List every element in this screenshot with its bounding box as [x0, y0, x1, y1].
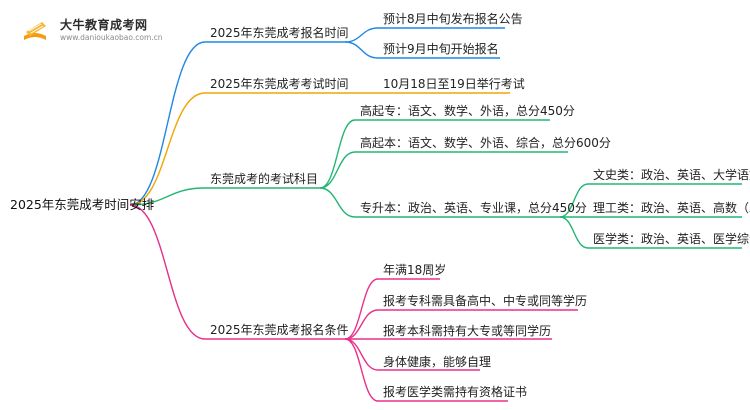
link-zhuanshengben	[319, 187, 356, 218]
link-gaoqizhuan	[319, 119, 356, 189]
branch-registration-time: 2025年东莞成考报名时间	[210, 26, 349, 40]
leaf-notice-date: 预计8月中旬发布报名公告	[383, 12, 523, 26]
logo-url: www.danioukaobao.com.cn	[60, 33, 163, 42]
leaf-ligong: 理工类：政治、英语、高数（二）	[593, 201, 750, 215]
branch-exam-subjects: 东莞成考的考试科目	[210, 172, 319, 186]
link-yixue	[559, 216, 589, 249]
leaf-zhuanshengben: 专升本：政治、英语、专业课，总分450分	[360, 201, 587, 215]
link-root-exam-subjects	[129, 187, 206, 206]
link-root-conditions	[129, 204, 206, 340]
link-wenshi	[559, 183, 589, 218]
link-gaoqiben	[319, 151, 356, 189]
leaf-zhuanke-req: 报考专科需具备高中、中专或同等学历	[383, 294, 588, 308]
leaf-benke-req: 报考本科需持有大专或等同学历	[383, 324, 552, 338]
root-node: 2025年东莞成考时间安排	[10, 197, 155, 212]
link-registration-start	[344, 41, 379, 59]
logo: 大牛教育成考网 www.danioukaobao.com.cn	[20, 16, 163, 46]
leaf-exam-date: 10月18日至19日举行考试	[383, 77, 525, 91]
branch-registration-conditions: 2025年东莞成考报名条件	[210, 323, 349, 337]
leaf-registration-start: 预计9月中旬开始报名	[383, 42, 499, 56]
link-medical-cert	[344, 338, 379, 402]
book-logo-icon	[24, 22, 46, 40]
leaf-medical-cert: 报考医学类需持有资格证书	[383, 385, 528, 399]
leaf-health: 身体健康，能够自理	[383, 355, 492, 369]
branch-exam-time: 2025年东莞成考考试时间	[210, 77, 349, 91]
leaf-wenshi: 文史类：政治、英语、大学语文	[593, 168, 750, 182]
leaf-yixue: 医学类：政治、英语、医学综合	[593, 232, 750, 246]
link-root-registration-time	[129, 41, 206, 206]
leaf-gaoqizhuan: 高起专：语文、数学、外语，总分450分	[360, 104, 575, 118]
link-root-exam-time	[129, 92, 206, 206]
link-notice-date	[344, 27, 379, 43]
link-health	[344, 338, 379, 371]
leaf-age: 年满18周岁	[383, 263, 447, 277]
leaf-gaoqiben: 高起本：语文、数学、外语、综合，总分600分	[360, 136, 611, 150]
logo-title: 大牛教育成考网	[60, 18, 148, 32]
link-age	[344, 278, 379, 340]
link-zhuanke-req	[344, 309, 379, 340]
